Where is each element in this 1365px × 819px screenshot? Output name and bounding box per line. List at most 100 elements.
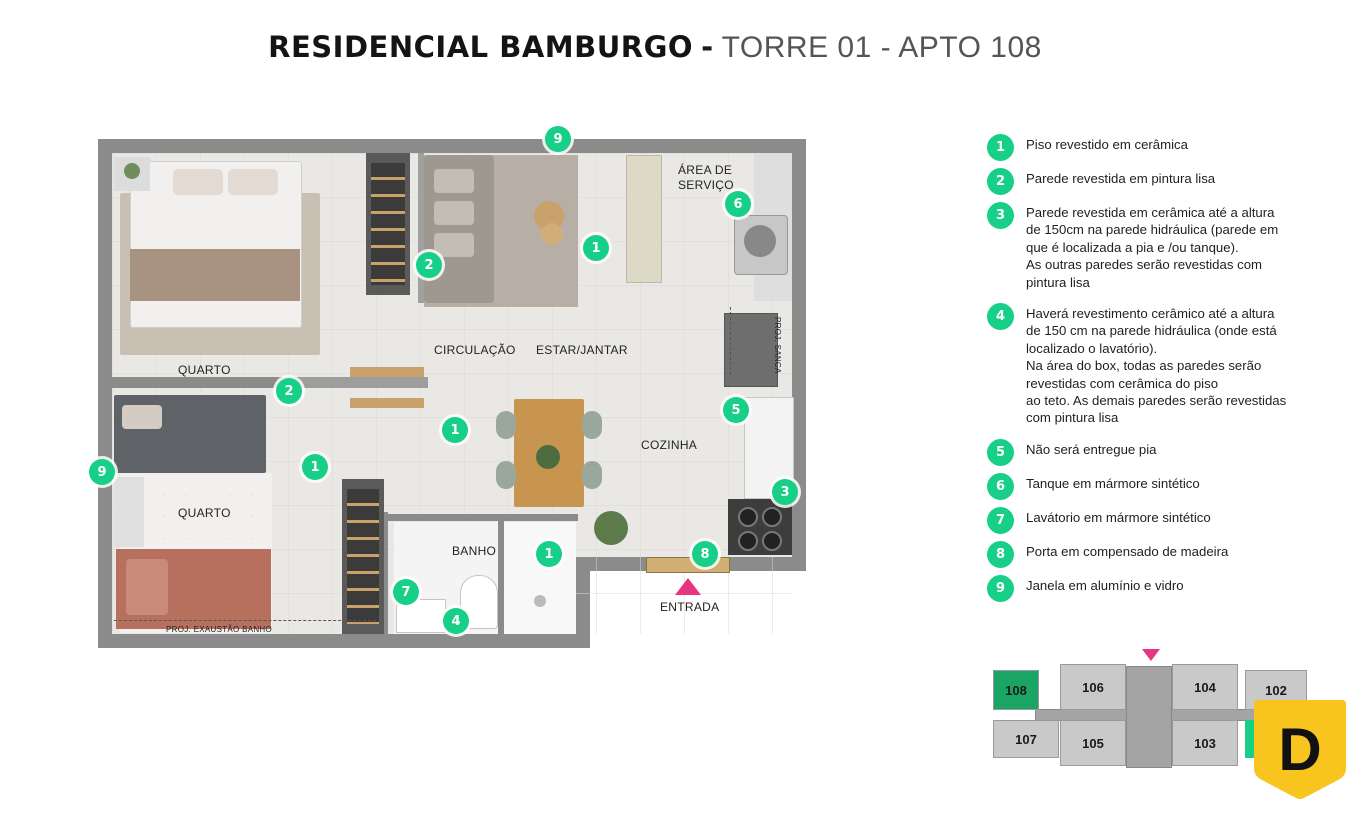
wall — [98, 139, 112, 648]
shower-floor — [504, 522, 576, 634]
legend-marker: 2 — [416, 252, 442, 278]
projection-line — [114, 620, 376, 621]
legend-text: Haverá revestimento cerâmico até a altur… — [1026, 306, 1287, 426]
plant — [124, 163, 140, 179]
title-dash: - — [701, 30, 714, 64]
wardrobe-shelves — [371, 163, 405, 285]
centerpiece-plant — [536, 445, 560, 469]
chair — [496, 461, 516, 489]
room-label-cozinha: COZINHA — [641, 438, 698, 452]
wardrobe-shelves — [347, 489, 379, 624]
legend-marker: 5 — [723, 397, 749, 423]
burner — [738, 507, 758, 527]
wall — [278, 377, 428, 388]
projection-label: PROJ. EXAUSTÃO BANHO — [166, 625, 273, 634]
legend-number: 7 — [987, 506, 1014, 534]
legend-number: 4 — [987, 303, 1014, 331]
entrance-arrow-icon — [675, 578, 701, 595]
legend-item: 8 Porta em compensado de madeira — [987, 540, 1332, 568]
legend-item: 4 Haverá revestimento cerâmico até a alt… — [987, 303, 1332, 427]
legend-number: 8 — [987, 540, 1014, 568]
legend-marker: 9 — [89, 459, 115, 485]
legend-text: Tanque em mármore sintético — [1026, 475, 1200, 491]
pillow — [122, 405, 162, 429]
shelf — [350, 367, 424, 377]
legend-marker: 1 — [442, 417, 468, 443]
legend-text: Piso revestido em cerâmica — [1026, 137, 1188, 152]
stove — [728, 499, 792, 555]
legend-marker: 9 — [545, 126, 571, 152]
side-table — [541, 223, 563, 245]
cushion — [434, 201, 474, 225]
shower-drain — [534, 595, 546, 607]
legend-marker: 1 — [536, 541, 562, 567]
projection-line — [730, 307, 731, 375]
desk — [114, 477, 144, 547]
building-name: RESIDENCIAL BAMBURGO — [268, 30, 694, 64]
legend-marker: 8 — [692, 541, 718, 567]
legend-item: 1 Piso revestido em cerâmica — [987, 134, 1332, 161]
unit-108: 108 — [993, 670, 1039, 710]
room-label-area-servico: ÁREA DE — [678, 163, 733, 177]
stair-core — [1126, 666, 1172, 768]
pillow — [126, 559, 168, 615]
legend-number: 5 — [987, 438, 1014, 466]
unit-107: 107 — [993, 720, 1059, 758]
legend-text: Lavátorio em mármore sintético — [1026, 509, 1211, 525]
entrance-door — [646, 557, 730, 573]
unit-106: 106 — [1060, 664, 1126, 710]
pillow — [173, 169, 223, 195]
legend-item: 3 Parede revestida em cerâmica até a alt… — [987, 202, 1332, 291]
legend-text: Porta em compensado de madeira — [1026, 543, 1229, 559]
blanket — [130, 249, 300, 301]
legend-number: 1 — [987, 134, 1014, 161]
legend: 1 Piso revestido em cerâmica 2 Parede re… — [987, 134, 1332, 611]
floor-plan: QUARTO QUARTO CIRCULAÇÃO ESTAR/JANTAR ÁR… — [89, 126, 806, 648]
room-label-area-servico: SERVIÇO — [678, 178, 734, 192]
page-title: RESIDENCIAL BAMBURGO-TORRE 01 - APTO 108 — [0, 30, 1310, 65]
room-label-quarto: QUARTO — [178, 363, 231, 377]
fridge — [724, 313, 778, 387]
legend-marker: 2 — [276, 378, 302, 404]
key-plan: 108 106 104 102 107 105 103 — [993, 648, 1313, 773]
legend-text: Janela em alumínio e vidro — [1026, 577, 1184, 593]
legend-item: 9 Janela em alumínio e vidro — [987, 574, 1332, 602]
legend-number: 6 — [987, 472, 1014, 500]
shelf — [350, 398, 424, 408]
wall — [380, 512, 388, 634]
wall — [498, 514, 504, 634]
wall — [388, 514, 578, 521]
legend-number: 3 — [987, 202, 1014, 229]
room-label-banho: BANHO — [452, 544, 497, 558]
burner — [762, 531, 782, 551]
legend-item: 5 Não será entregue pia — [987, 438, 1332, 466]
room-label-estar-jantar: ESTAR/JANTAR — [536, 343, 628, 357]
chair — [582, 411, 602, 439]
tv-unit — [626, 155, 662, 283]
chair — [582, 461, 602, 489]
legend-text: Não será entregue pia — [1026, 441, 1157, 457]
unit-name: TORRE 01 - APTO 108 — [721, 31, 1042, 64]
unit-103: 103 — [1172, 720, 1238, 766]
washer-drum — [744, 225, 776, 257]
chair — [496, 411, 516, 439]
brand-logo: D — [1254, 700, 1346, 799]
burner — [762, 507, 782, 527]
legend-marker: 6 — [725, 191, 751, 217]
floor-plant — [594, 511, 628, 545]
burner — [738, 531, 758, 551]
cushion — [434, 169, 474, 193]
pillow — [228, 169, 278, 195]
unit-105: 105 — [1060, 720, 1126, 766]
legend-item: 2 Parede revestida em pintura lisa — [987, 168, 1332, 195]
projection-label: PROJ. SANCA — [773, 317, 782, 374]
legend-marker: 3 — [772, 479, 798, 505]
wall — [98, 139, 806, 153]
legend-marker: 4 — [443, 608, 469, 634]
logo-letter: D — [1278, 716, 1321, 783]
cushion — [434, 233, 474, 257]
room-label-quarto: QUARTO — [178, 506, 231, 520]
wall — [112, 377, 312, 388]
legend-text: Parede revestida em pintura lisa — [1026, 171, 1216, 186]
legend-marker: 1 — [302, 454, 328, 480]
